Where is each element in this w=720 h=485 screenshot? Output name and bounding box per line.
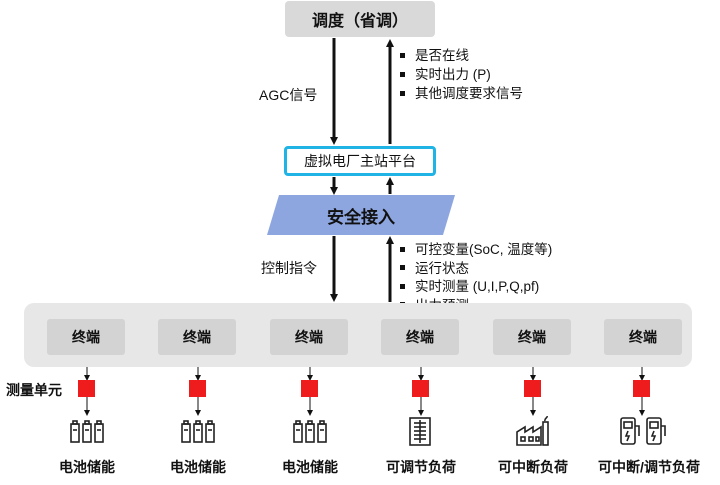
terminal-node: 终端 (47, 319, 125, 355)
terminal-node: 终端 (493, 319, 571, 355)
device-label: 电池储能 (282, 459, 338, 475)
secure-access-shape (267, 195, 455, 235)
measure-unit-square (189, 380, 206, 397)
device-label: 可中断/调节负荷 (598, 459, 700, 475)
terminal-node: 终端 (604, 319, 682, 355)
secure-access-label: 安全接入 (327, 207, 395, 227)
measure-unit-square (633, 380, 650, 397)
list-item: 运行状态 (400, 260, 552, 279)
measure-unit-label: 测量单元 (6, 382, 62, 398)
measure-unit-square (524, 380, 541, 397)
list-item: 实时出力 (P) (400, 65, 523, 84)
measure-unit-square (78, 380, 95, 397)
building-icon (406, 416, 434, 451)
list-item: 可控变量(SoC, 温度等) (400, 241, 552, 260)
measure-unit-square (301, 380, 318, 397)
vpp-platform-node: 虚拟电厂主站平台 (284, 146, 436, 176)
list-item: 其他调度要求信号 (400, 84, 523, 103)
battery-storage-icon (180, 416, 216, 449)
device-label: 电池储能 (170, 459, 226, 475)
control-command-label: 控制指令 (261, 260, 317, 276)
device-label: 可调节负荷 (386, 459, 456, 475)
up-signal-list: 是否在线 实时出力 (P) 其他调度要求信号 (400, 46, 523, 103)
device-label: 电池储能 (59, 459, 115, 475)
terminal-node: 终端 (270, 319, 348, 355)
factory-icon (515, 415, 551, 451)
terminal-node: 终端 (158, 319, 236, 355)
battery-storage-icon (69, 416, 105, 449)
device-label: 可中断负荷 (498, 459, 568, 475)
dispatch-node: 调度（省调） (285, 1, 435, 37)
agc-signal-label: AGC信号 (259, 87, 318, 103)
list-item: 是否在线 (400, 46, 523, 65)
terminal-band (24, 303, 692, 367)
charging-station-icon (619, 416, 667, 451)
list-item: 实时测量 (U,I,P,Q,pf) (400, 278, 552, 297)
secure-access-node: 安全接入 (267, 195, 455, 235)
measure-unit-square (412, 380, 429, 397)
battery-storage-icon (292, 416, 328, 449)
terminal-node: 终端 (381, 319, 459, 355)
